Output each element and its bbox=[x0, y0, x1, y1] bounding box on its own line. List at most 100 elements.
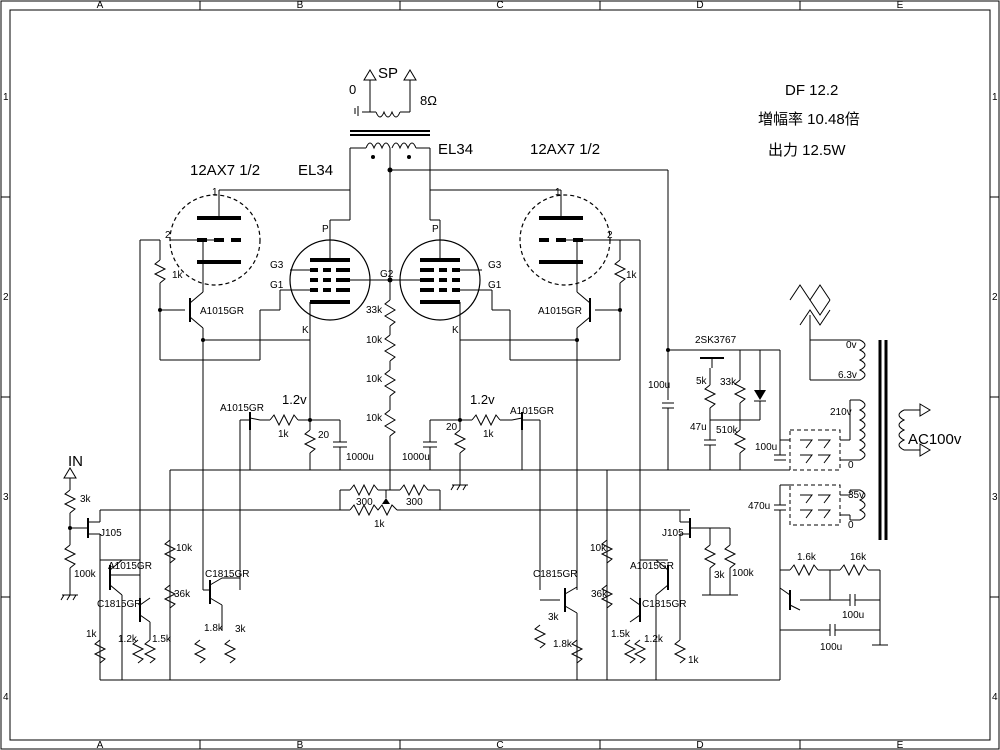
vr-1k-label: 1k bbox=[374, 519, 386, 530]
tube-12ax7-left: 1 2 bbox=[165, 187, 350, 286]
j105-right-label: J105 bbox=[662, 528, 684, 539]
tube-12ax7-right: 1 2 bbox=[430, 187, 620, 286]
r-3k-bottom-left-label: 3k bbox=[235, 624, 247, 635]
tap-0a-label: 0 bbox=[848, 460, 854, 471]
r-1.5k-bottom-left-label: 1.5k bbox=[152, 634, 172, 645]
input-label: IN bbox=[68, 453, 83, 470]
r-10k-a-label: 10k bbox=[366, 335, 383, 346]
j105-left-label: J105 bbox=[100, 528, 122, 539]
speaker-output: SP 0 8Ω bbox=[349, 65, 669, 350]
c-100u-b-label: 100u bbox=[755, 442, 777, 453]
q-a1015-bottom-right-label: A1015GR bbox=[630, 561, 674, 572]
q-c1815-bottom-left-label: C1815GR bbox=[97, 599, 141, 610]
row-label-right-4: 4 bbox=[992, 692, 998, 703]
power-supply: 2SK3767 100u 5k 47u 33k 510k 10 bbox=[648, 335, 888, 680]
col-label-top-d: D bbox=[696, 0, 703, 11]
r-20-left-label: 20 bbox=[318, 430, 330, 441]
r-1k-left-label: 1k bbox=[172, 270, 184, 281]
tube-el34-left: P G3 G1 K bbox=[270, 190, 390, 420]
r-3k-in-label: 3k bbox=[80, 494, 92, 505]
ac-terminal-bottom-icon bbox=[919, 443, 931, 457]
speaker-terminal-0-icon bbox=[363, 69, 377, 81]
c-1000u-left-label: 1000u bbox=[346, 452, 374, 463]
row-label-right-1: 1 bbox=[992, 92, 998, 103]
r-100k-right-label: 100k bbox=[732, 568, 755, 579]
input-stage-right: C1815GR 3k 1.8k 10k 36k A1015GR C1815GR … bbox=[533, 470, 755, 680]
col-label-bottom-c: C bbox=[496, 740, 503, 750]
r-1k-bottom-right-label: 1k bbox=[688, 655, 700, 666]
el34-right-pin-k: K bbox=[452, 325, 459, 336]
opt-secondary-coil bbox=[375, 110, 401, 118]
row-label-left-3: 3 bbox=[3, 492, 9, 503]
fet-2sk3767-label: 2SK3767 bbox=[695, 335, 737, 346]
c-1000u-right-label: 1000u bbox=[402, 452, 430, 463]
r-1.2k-bottom-right-label: 1.2k bbox=[644, 634, 664, 645]
row-label-left-4: 4 bbox=[3, 692, 9, 703]
v-1.2-right-label: 1.2v bbox=[470, 392, 495, 407]
r-10k-bottom-right-label: 10k bbox=[590, 543, 607, 554]
12ax7-right-pin1: 1 bbox=[555, 187, 561, 198]
zener-icon bbox=[754, 390, 766, 400]
opt-primary-coil-left bbox=[365, 142, 391, 150]
el34-left-pin-p: P bbox=[322, 224, 329, 235]
row-label-right-3: 3 bbox=[992, 492, 998, 503]
col-label-top-b: B bbox=[297, 0, 304, 11]
r-1k-mid-left-label: 1k bbox=[278, 429, 290, 440]
ac-terminal-top-icon bbox=[919, 403, 931, 417]
el34-right-pin-g1: G1 bbox=[488, 280, 502, 291]
q-a1015-bottom-left-label: A1015GR bbox=[108, 561, 152, 572]
el34-right-pin-g3: G3 bbox=[488, 260, 502, 271]
col-label-bottom-b: B bbox=[297, 740, 304, 750]
speaker-label: SP bbox=[378, 65, 398, 82]
v-1.2-left-label: 1.2v bbox=[282, 392, 307, 407]
r-1.5k-bottom-right-label: 1.5k bbox=[611, 629, 631, 640]
r-1k-right-label: 1k bbox=[626, 270, 638, 281]
r-3k-bottom-right-label: 3k bbox=[548, 612, 560, 623]
c-100u-c-label: 100u bbox=[842, 610, 864, 621]
tap-35v-label: 35v bbox=[848, 490, 864, 501]
cathode-bias-left: 1.2v A1015GR 1k 20 1000u bbox=[220, 392, 374, 590]
r-300-right-label: 300 bbox=[406, 497, 423, 508]
r-1.8k-bottom-right-label: 1.8k bbox=[553, 639, 573, 650]
c-100u-d-label: 100u bbox=[820, 642, 842, 653]
driver-stage-left: 1k A1015GR bbox=[139, 239, 310, 620]
q-a1015-right-label: A1015GR bbox=[538, 306, 582, 317]
r-1.2k-bottom-left-label: 1.2k bbox=[118, 634, 138, 645]
r-100k-in-label: 100k bbox=[74, 569, 97, 580]
c-47u-label: 47u bbox=[690, 422, 707, 433]
c-100u-a-label: 100u bbox=[648, 380, 670, 391]
r-33k-ps-label: 33k bbox=[720, 377, 737, 388]
choke-icon bbox=[789, 284, 831, 301]
row-label-right-2: 2 bbox=[992, 292, 998, 303]
el34-right-pin-p: P bbox=[432, 224, 439, 235]
r-36k-bottom-right-label: 36k bbox=[591, 589, 608, 600]
el34-left-pin-g1: G1 bbox=[270, 280, 284, 291]
grid-labels: A B C D E A B C D E 1 2 3 4 1 2 3 4 bbox=[3, 0, 998, 750]
q-c1815-bottom-right-label: C1815GR bbox=[642, 599, 686, 610]
tap-0b-label: 0 bbox=[848, 520, 854, 531]
speaker-terminal-8-icon bbox=[403, 69, 417, 81]
speaker-8ohm-label: 8Ω bbox=[420, 93, 437, 108]
r-5k-label: 5k bbox=[696, 376, 708, 387]
el34-left-pin-k: K bbox=[302, 325, 309, 336]
el34-left-label: EL34 bbox=[298, 162, 333, 179]
q-c1815-mid-right-label: C1815GR bbox=[533, 569, 577, 580]
tap-6.3v-label: 6.3v bbox=[838, 370, 857, 381]
r-3k-right-label: 3k bbox=[714, 570, 726, 581]
balance-network: 300 300 1k bbox=[100, 483, 690, 530]
col-label-bottom-e: E bbox=[897, 740, 904, 750]
driver-stage-right: 1k A1015GR bbox=[460, 239, 641, 620]
el34-left-pin-g3: G3 bbox=[270, 260, 284, 271]
col-label-bottom-a: A bbox=[97, 740, 104, 750]
ac-100v-label: AC100v bbox=[908, 431, 962, 448]
spec-df: DF 12.2 bbox=[785, 82, 838, 99]
r-33k-label: 33k bbox=[366, 305, 383, 316]
r-10k-b-label: 10k bbox=[366, 374, 383, 385]
row-label-left-2: 2 bbox=[3, 292, 9, 303]
bridge-rectifier-bottom bbox=[789, 484, 841, 526]
col-label-top-a: A bbox=[97, 0, 104, 11]
col-label-bottom-d: D bbox=[696, 740, 703, 750]
row-label-left-1: 1 bbox=[3, 92, 9, 103]
col-label-top-c: C bbox=[496, 0, 503, 11]
